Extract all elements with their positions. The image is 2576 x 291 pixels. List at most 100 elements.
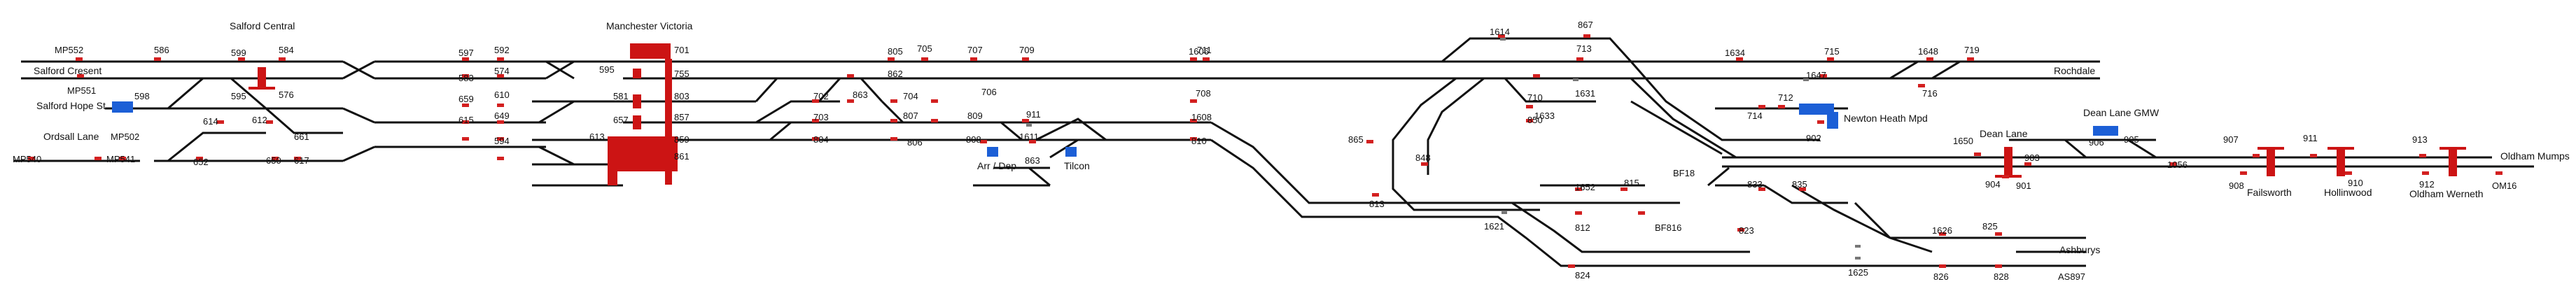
- track-marker: [1855, 245, 1861, 248]
- signal-marker: [1022, 119, 1029, 122]
- signal-label: 755: [674, 69, 690, 79]
- signal-marker: [294, 157, 301, 160]
- signal-label: 613: [589, 132, 605, 142]
- victoria-platform-block: [608, 161, 678, 171]
- signal-label: 712: [1778, 92, 1793, 103]
- signal-label: 825: [1982, 221, 1998, 232]
- signal-marker: [1533, 74, 1540, 78]
- signal-label: 1611: [1019, 132, 1039, 142]
- signal-label: 1626: [1932, 225, 1952, 236]
- victoria-platform-block: [608, 171, 617, 185]
- signal-marker: [1974, 152, 1981, 156]
- signal-marker: [1366, 140, 1373, 143]
- signal-label: 584: [279, 45, 294, 55]
- signal-marker: [497, 137, 504, 141]
- grey-markers: [1026, 38, 1861, 260]
- signal-marker: [1817, 120, 1824, 124]
- signal-label: 1621: [1484, 221, 1504, 232]
- track-marker: [1026, 124, 1032, 127]
- hope-st-siding-block: [112, 101, 133, 113]
- signal-label: 711: [1197, 45, 1212, 55]
- signal-label: 863: [1025, 155, 1040, 166]
- signal-label: 701: [674, 45, 690, 55]
- station-label: Oldham Werneth: [2409, 188, 2484, 199]
- signal-label: 650: [266, 155, 281, 166]
- signal-label: 576: [279, 90, 294, 100]
- signal-label: 610: [494, 90, 510, 100]
- station-label: Salford Central: [230, 20, 295, 31]
- signal-label: AS897: [2058, 271, 2085, 282]
- signal-label: 659: [458, 94, 474, 104]
- signal-label: 803: [674, 91, 690, 101]
- signal-label: 1631: [1575, 88, 1595, 99]
- signal-label: 903: [2024, 152, 2040, 163]
- signal-marker: [1576, 57, 1583, 61]
- signal-marker: [497, 57, 504, 61]
- station-label: Ashburys: [2059, 244, 2100, 255]
- signal-label: 865: [1348, 134, 1364, 145]
- signal-marker: [497, 120, 504, 124]
- station-label: Oldham Mumps: [2500, 150, 2570, 162]
- signal-marker: [1190, 119, 1197, 122]
- signal-marker: [1190, 99, 1197, 103]
- signal-label: 574: [494, 66, 510, 76]
- victoria-platform-block: [633, 94, 641, 108]
- victoria-platform-block: [608, 136, 678, 150]
- signal-label: 901: [2016, 180, 2031, 191]
- signal-label: 614: [203, 116, 218, 127]
- signal-label: 826: [1933, 271, 1949, 282]
- signal-marker: [77, 74, 84, 78]
- station-label: Salford Cresent: [34, 65, 102, 76]
- signal-marker: [279, 57, 286, 61]
- signal-label: 583: [458, 73, 474, 83]
- signal-marker: [1918, 84, 1925, 87]
- signal-label: 1606: [1189, 46, 1209, 57]
- signal-marker: [1568, 264, 1575, 268]
- platforms: [248, 43, 2466, 185]
- oldham-werneth-platform: [2449, 148, 2457, 176]
- signal-label: 1652: [1575, 182, 1595, 192]
- signal-marker: [462, 57, 469, 61]
- signal-label: 1625: [1848, 267, 1868, 278]
- signal-marker: [1498, 34, 1505, 38]
- signal-marker: [2240, 171, 2247, 175]
- signal-label: 807: [903, 111, 918, 121]
- signal-label: 867: [1578, 20, 1593, 30]
- signal-label: 833: [1747, 179, 1763, 190]
- signal-label: 706: [981, 87, 997, 97]
- failsworth-platform: [2267, 148, 2275, 176]
- signal-label: 1650: [1953, 136, 1973, 146]
- signal-marker: [1022, 57, 1029, 61]
- signal-marker: [812, 99, 819, 103]
- signal-label: 809: [967, 111, 983, 121]
- track-marker: [1573, 78, 1578, 81]
- signal-label: 911: [2303, 133, 2318, 143]
- signal-label: 1634: [1725, 48, 1745, 58]
- signal-label: MP551: [67, 85, 96, 96]
- signal-label: 716: [1922, 88, 1938, 99]
- signal-label: 594: [494, 136, 510, 146]
- signal-label: 906: [2089, 137, 2104, 148]
- signal-label: 908: [2229, 180, 2244, 191]
- station-label: Failsworth: [2247, 187, 2292, 198]
- signal-label: 804: [813, 134, 829, 145]
- station-label: Arr / Dep: [977, 160, 1016, 171]
- signal-marker: [2310, 154, 2317, 157]
- signal-label: 823: [1739, 225, 1754, 236]
- signal-marker: [2345, 171, 2352, 175]
- signal-label: 592: [494, 45, 510, 55]
- signal-label: 805: [888, 46, 903, 57]
- signal-marker: [1737, 228, 1744, 232]
- signal-label: 704: [903, 91, 918, 101]
- signal-label: 715: [1824, 46, 1840, 57]
- signal-label: 1056: [2167, 159, 2188, 170]
- station-label: Dean Lane GMW: [2083, 107, 2160, 118]
- signal-label: 649: [494, 111, 510, 121]
- tilcon-siding-block: [1065, 147, 1077, 157]
- signal-marker: [1995, 232, 2002, 236]
- signal-label: 702: [813, 91, 829, 101]
- signal-label: 595: [599, 64, 615, 75]
- signal-label: 848: [1415, 152, 1431, 163]
- signal-marker: [1575, 211, 1582, 215]
